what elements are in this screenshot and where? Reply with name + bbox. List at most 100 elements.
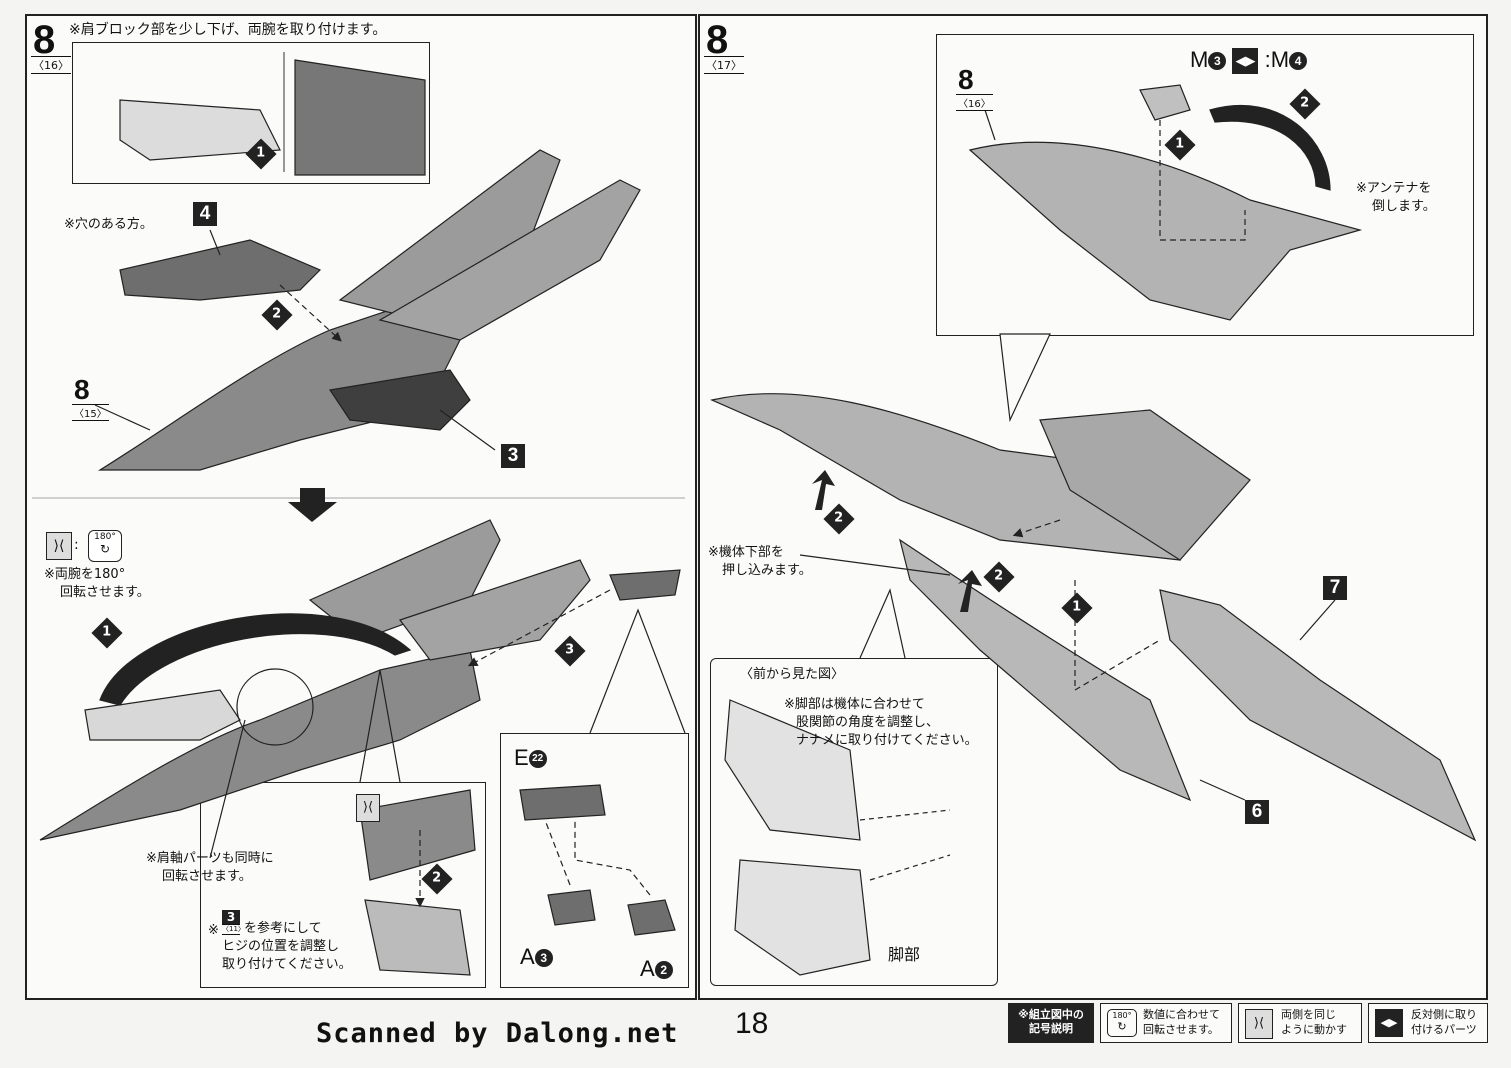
part-7-badge: 7	[1323, 576, 1347, 600]
part-a2	[627, 899, 676, 936]
push-up-arrow-a	[812, 470, 835, 510]
dash-line-antenna	[1159, 120, 1246, 241]
left-step-ref: 〈16〉	[31, 56, 71, 74]
elbow-note-line3: 取り付けてください。	[222, 957, 352, 972]
shoulder-callout-circle	[236, 668, 314, 746]
elbow-inset-icon: ⟩⟨	[356, 794, 380, 822]
elbow-inset-drawing	[359, 789, 476, 881]
inset-shoulder-photo	[294, 59, 426, 176]
hand-part	[609, 569, 681, 601]
dash-line-a3	[544, 819, 571, 886]
dash-line-leg-push	[1012, 519, 1061, 538]
elbow-note-line1: を参考にして	[244, 921, 322, 936]
antenna-arrow	[1209, 104, 1331, 191]
push-up-arrow-b	[958, 570, 982, 612]
legend-both-sides-icon: ⟩⟨	[1245, 1009, 1273, 1039]
inset-shoulder-drawing	[119, 99, 281, 161]
lower-wing-b	[399, 559, 591, 661]
rotate-note-line1: ※両腕を180°	[44, 567, 126, 582]
front-view-upper	[724, 699, 861, 841]
push-note-line1: ※機体下部を	[708, 545, 784, 560]
leader-inset-ref	[984, 109, 996, 141]
shoulder-note-line2: 回転させます。	[162, 869, 252, 884]
leader-elbow-inset	[359, 669, 401, 783]
ref-step-number-15: 8	[74, 374, 90, 405]
both-sides-icon: ⟩⟨	[46, 532, 72, 560]
push-note-line2: 押し込みます。	[722, 563, 812, 578]
left-step-number: 8	[33, 18, 56, 62]
elbow-note-prefix: ※	[208, 923, 219, 938]
legend-opposite-side: ◀▶ 反対側に取り 付けるパーツ	[1368, 1003, 1488, 1043]
legend-title: ※組立図中の 記号説明	[1008, 1003, 1094, 1043]
right-step-number: 8	[706, 18, 729, 62]
arm-part-4	[119, 239, 322, 301]
legend-rotate-icon: 180°↻	[1107, 1009, 1137, 1037]
part-3-badge: 3	[501, 444, 525, 468]
elbow-note-ref-badge: 3 〈11〉	[222, 910, 245, 935]
antenna-note-line2: 倒します。	[1372, 199, 1436, 214]
note-hole-side: ※穴のある方。	[64, 217, 153, 232]
leader-hand-inset	[589, 608, 686, 734]
leg-label: 脚部	[888, 945, 921, 964]
rotate-180-icon: 180°↻	[88, 530, 122, 562]
shoulder-note-line1: ※肩軸パーツも同時に	[146, 851, 274, 866]
fighter-wing	[1039, 409, 1251, 561]
leg-part-6	[899, 538, 1192, 802]
leg-part-7	[1159, 589, 1477, 842]
leg-note-line3: ナナメに取り付けてください。	[796, 733, 978, 748]
leader-front-view	[859, 588, 906, 659]
ref-step-ref-15: 〈15〉	[72, 404, 109, 421]
flow-down-arrow	[288, 488, 337, 522]
leader-part-7	[1299, 599, 1336, 641]
callout-pointer	[999, 333, 1051, 423]
front-view-leg	[734, 859, 871, 976]
legend-opposite-icon: ◀▶	[1375, 1009, 1403, 1037]
dash-line-hand	[467, 589, 611, 667]
page-number: 18	[735, 1007, 769, 1040]
ref-step-ref-16: 〈16〉	[956, 94, 993, 111]
front-view-dash-2	[869, 854, 951, 881]
hand-inset-drawing	[519, 784, 606, 821]
right-step-ref: 〈17〉	[704, 56, 744, 74]
ghost-arm	[84, 689, 241, 741]
ref-step-number-16: 8	[958, 64, 974, 95]
wing-lower	[378, 179, 641, 341]
elbow-note-line2: ヒジの位置を調整し	[222, 939, 340, 954]
opposite-side-icon: ◀▶	[1232, 48, 1259, 75]
front-view-dash-1	[859, 809, 951, 821]
leader-part-4	[209, 229, 221, 256]
hand-inset-box	[500, 733, 689, 988]
icon-separator-colon: :	[74, 537, 79, 553]
antenna-note-line1: ※アンテナを	[1356, 181, 1432, 196]
leader-shoulder-note	[209, 719, 246, 859]
m3-part	[1139, 84, 1191, 121]
inset-fighter	[968, 141, 1363, 321]
part-6-badge: 6	[1245, 800, 1269, 824]
left-step-heading: ※肩ブロック部を少し下げ、両腕を取り付けます。	[69, 22, 387, 38]
leg-part-3	[328, 369, 471, 431]
leg-note-line1: ※脚部は機体に合わせて	[784, 697, 925, 712]
elbow-inset-drawing-lower	[364, 899, 471, 976]
dash-line-leg-6	[1074, 580, 1161, 692]
upper-body-part	[97, 299, 471, 471]
leg-note-line2: 股関節の角度を調整し、	[796, 715, 940, 730]
front-view-title: 〈前から見た図〉	[740, 667, 845, 682]
legend-rotate: 180°↻ 数値に合わせて 回転させます。	[1100, 1003, 1232, 1043]
part-a3	[547, 889, 596, 926]
dash-line-a2	[574, 820, 651, 896]
lower-body-part	[39, 649, 481, 841]
rotate-note-line2: 回転させます。	[60, 585, 150, 600]
scan-watermark: Scanned by Dalong.net	[316, 1018, 679, 1049]
leader-push-note	[799, 554, 951, 576]
part-4-badge: 4	[193, 202, 217, 226]
leader-part-6	[1199, 779, 1246, 801]
rotate-arc-arrow	[99, 613, 412, 706]
legend-both-sides: ⟩⟨ 両側を同じ ように動かす	[1238, 1003, 1362, 1043]
dash-line-arm	[279, 284, 342, 342]
leader-part-3	[439, 409, 496, 451]
